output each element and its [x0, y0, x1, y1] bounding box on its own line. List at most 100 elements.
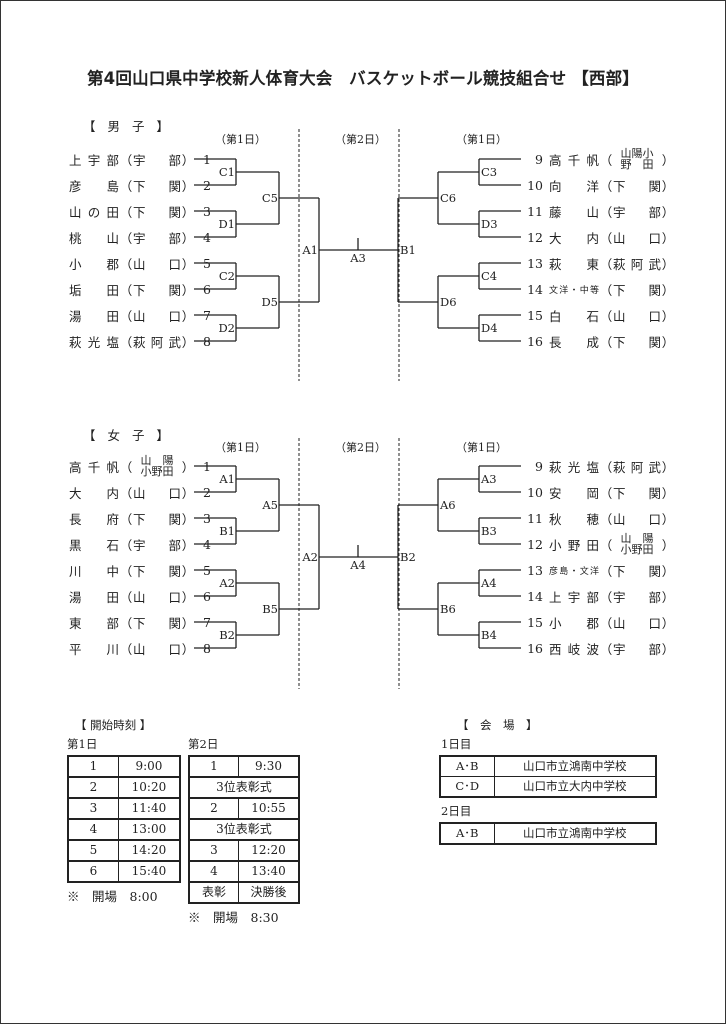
team-city: 宇部 [133, 537, 181, 553]
schedule-header: 【 開始時刻 】 [75, 718, 152, 732]
game-number: 1 [67, 755, 119, 778]
start-time: 決勝後 [238, 881, 300, 904]
team-name: 平川 [69, 641, 119, 657]
boys-left-team-row: 彦島（下関）2 [69, 174, 211, 196]
paren-open: （ [599, 152, 613, 168]
paren-close: ） [661, 204, 675, 220]
boys-game-label: C4 [481, 269, 497, 283]
seed-number: 6 [203, 588, 211, 604]
seed-number: 3 [203, 510, 211, 526]
paren-open: （ [119, 230, 133, 246]
team-name: 桃山 [69, 230, 119, 246]
venue-courts: C･D [439, 776, 495, 798]
paren-close: ） [661, 485, 675, 501]
boys-game-label: D5 [261, 295, 278, 309]
paren-close: ） [661, 178, 675, 194]
game-number: 4 [67, 818, 119, 841]
girls-game-label: B5 [262, 602, 278, 616]
schedule-day2-label: 第2日 [188, 737, 219, 751]
paren-open: （ [119, 334, 133, 350]
venue-school: 山口市立鴻南中学校 [493, 822, 657, 845]
paren-close: ） [661, 459, 675, 475]
team-name: 高千帆 [69, 459, 119, 475]
seed-number: 4 [203, 229, 211, 245]
seed-number: 6 [203, 281, 211, 297]
venue-school: 山口市立大内中学校 [493, 776, 657, 798]
girls-game-label: A1 [218, 472, 235, 486]
team-city: 宇部 [133, 152, 181, 168]
boys-left-team-row: 小郡（山口）5 [69, 252, 211, 274]
team-name: 萩光塩 [69, 334, 119, 350]
seed-number: 1 [203, 151, 211, 167]
girls-game-label: B3 [481, 524, 497, 538]
game-number: 5 [67, 839, 119, 862]
team-name: 長府 [69, 511, 119, 527]
schedule-event: 3位表彰式 [188, 818, 300, 841]
game-number: 2 [188, 797, 239, 820]
seed-number: 3 [203, 203, 211, 219]
team-city: 宇部 [613, 204, 661, 220]
game-number: 2 [67, 776, 119, 799]
team-city: 下関 [613, 485, 661, 501]
team-city: 山陽小 野 田 [620, 147, 654, 171]
team-name: 川中 [69, 563, 119, 579]
paren-close: ） [661, 152, 675, 168]
boys-game-label: D1 [218, 217, 235, 231]
seed-number: 4 [203, 536, 211, 552]
paren-close: ） [661, 230, 675, 246]
paren-close: ） [181, 485, 195, 501]
team-city: 下関 [133, 511, 181, 527]
paren-open: （ [599, 230, 613, 246]
paren-close: ） [181, 282, 195, 298]
paren-close: ） [181, 615, 195, 631]
paren-close: ） [181, 589, 195, 605]
team-city: 山口 [613, 308, 661, 324]
team-name: 黒石 [69, 537, 119, 553]
game-number: 3 [67, 797, 119, 820]
paren-close: ） [181, 459, 195, 475]
boys-game-label: D4 [481, 321, 498, 335]
seed-number: 9 [535, 458, 543, 474]
paren-open: （ [119, 563, 133, 579]
paren-open: （ [119, 615, 133, 631]
girls-game-label: B2 [400, 550, 416, 564]
boys-game-label: D3 [481, 217, 498, 231]
paren-open: （ [599, 256, 613, 272]
seed-number: 11 [527, 510, 543, 526]
paren-close: ） [181, 537, 195, 553]
schedule-day2-row: 表彰決勝後 [188, 881, 300, 904]
boys-header: 【 男 子 】 [83, 119, 173, 134]
seed-number: 11 [527, 203, 543, 219]
game-number: 4 [188, 860, 239, 883]
team-name: 向洋 [549, 178, 599, 194]
paren-close: ） [661, 615, 675, 631]
girls-game-label: A3 [480, 472, 497, 486]
page-title: 第4回山口県中学校新人体育大会 バスケットボール競技組合せ 【西部】 [86, 69, 640, 88]
team-name: 萩光塩 [549, 459, 599, 475]
seed-number: 12 [527, 536, 543, 552]
paren-open: （ [119, 485, 133, 501]
paren-open: （ [599, 308, 613, 324]
start-time: 9:30 [238, 755, 300, 778]
seed-number: 15 [527, 307, 543, 323]
boys-left-team-row: 垢田（下関）6 [69, 278, 211, 300]
girls-game-label: A4 [349, 558, 366, 572]
paren-close: ） [661, 641, 675, 657]
paren-open: （ [119, 537, 133, 553]
paren-open: （ [119, 152, 133, 168]
venue-header: 【 会 場 】 [457, 718, 538, 732]
paren-open: （ [599, 459, 613, 475]
team-name: 湯田 [69, 589, 119, 605]
